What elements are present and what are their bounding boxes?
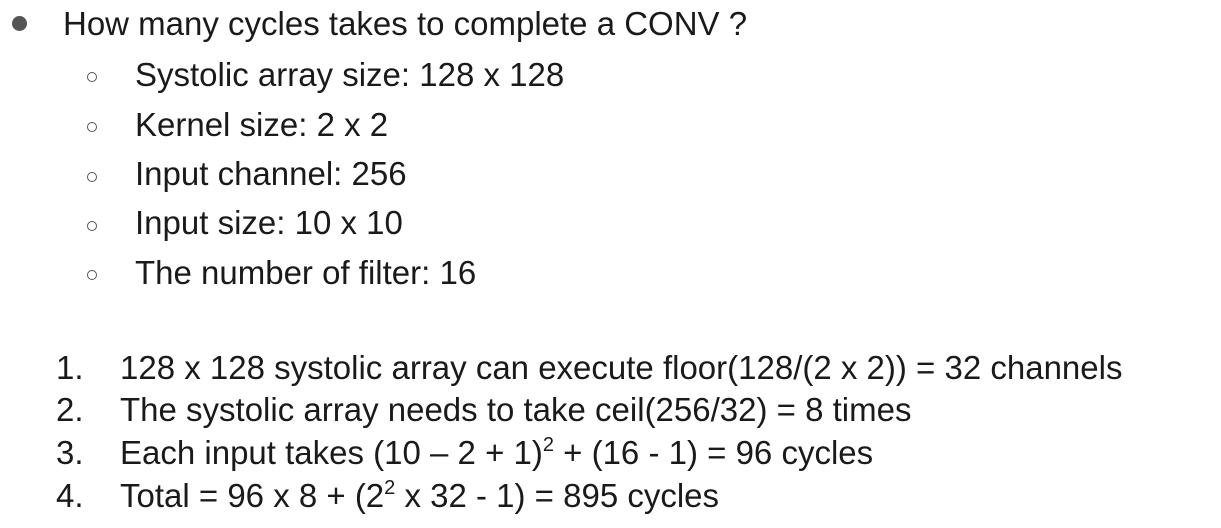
step-number: 1. — [56, 349, 84, 386]
step-4-text-b: x 32 - 1) = 895 cycles — [395, 477, 720, 514]
step-4-superscript: 2 — [384, 477, 396, 499]
sub-bullet-circle — [87, 72, 97, 82]
sub-bullet-circle — [87, 172, 97, 182]
step-3-text-a: Each input takes (10 – 2 + 1) — [120, 434, 543, 471]
step-3-text: Each input takes (10 – 2 + 1)2 + (16 - 1… — [120, 433, 873, 473]
sub-bullet-circle — [87, 221, 97, 231]
step-4-text: Total = 96 x 8 + (22 x 32 - 1) = 895 cyc… — [120, 476, 719, 516]
param-filter-count: The number of filter: 16 — [135, 254, 477, 291]
param-input-size: Input size: 10 x 10 — [135, 204, 403, 241]
step-2-text: The systolic array needs to take ceil(25… — [120, 391, 912, 428]
param-kernel-size: Kernel size: 2 x 2 — [135, 106, 389, 143]
step-3-superscript: 2 — [542, 434, 554, 456]
param-array-size: Systolic array size: 128 x 128 — [135, 56, 565, 93]
step-number: 2. — [56, 391, 84, 428]
step-3-text-b: + (16 - 1) = 96 cycles — [553, 434, 874, 471]
question-text: How many cycles takes to complete a CONV… — [63, 5, 748, 42]
step-number: 3. — [56, 434, 84, 471]
step-number: 4. — [56, 477, 84, 514]
sub-bullet-circle — [87, 122, 97, 132]
sub-bullet-circle — [87, 270, 97, 280]
param-input-channel: Input channel: 256 — [135, 155, 407, 192]
bullet-dot — [12, 16, 27, 31]
step-1-text: 128 x 128 systolic array can execute flo… — [120, 349, 1123, 386]
step-4-text-a: Total = 96 x 8 + (2 — [120, 477, 385, 514]
